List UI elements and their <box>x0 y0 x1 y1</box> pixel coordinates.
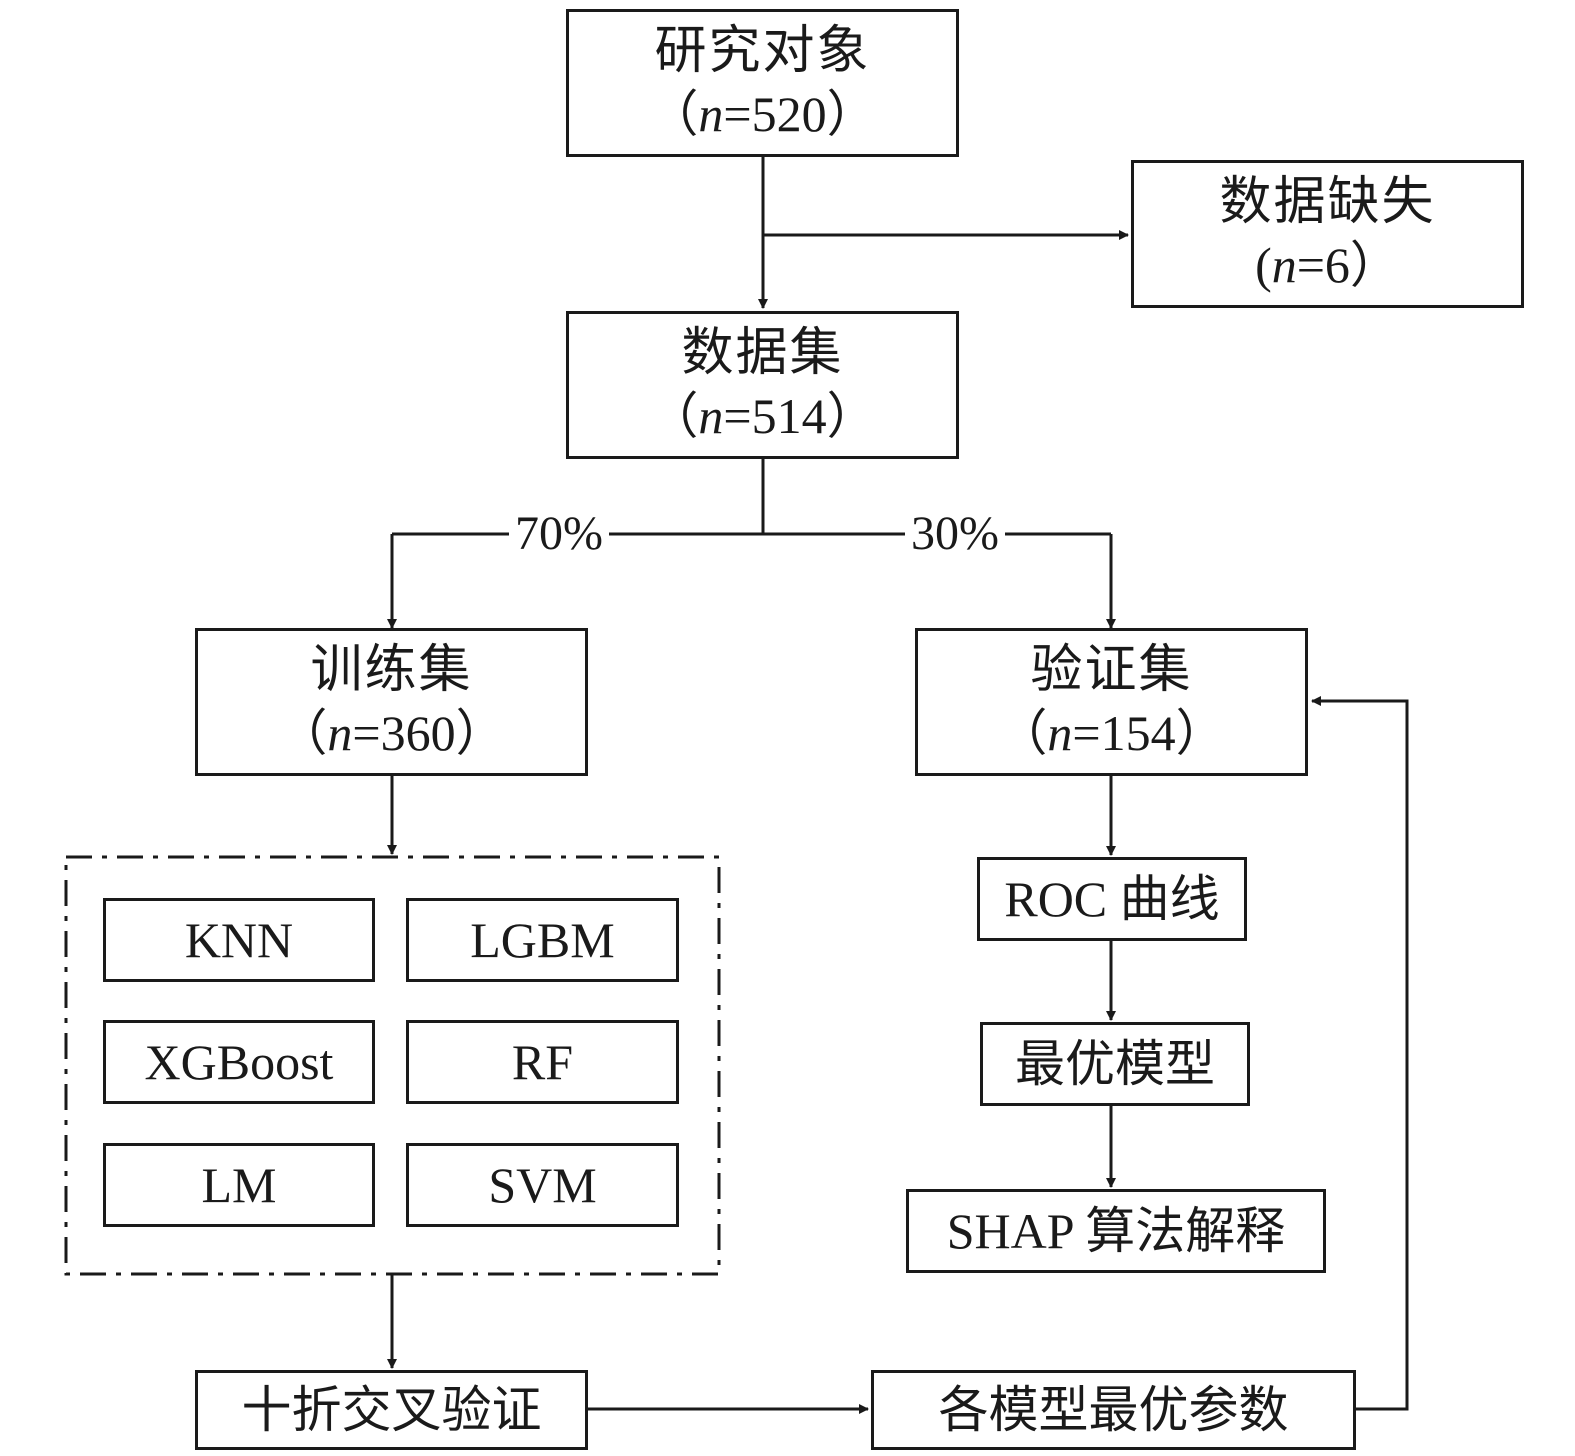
arrow-params-to-valid <box>1311 696 1409 1411</box>
study-count: （n=520） <box>648 86 877 142</box>
valid-count: （n=154） <box>997 705 1226 761</box>
train-percent-label: 70% <box>509 506 609 562</box>
dataset-title: 数据集 <box>681 325 844 382</box>
model-lm-label: LM <box>201 1157 277 1213</box>
model-svm-label: SVM <box>488 1157 597 1213</box>
model-knn-label: KNN <box>184 912 294 968</box>
missing-count: (n=6） <box>1255 237 1400 293</box>
shap-box: SHAP 算法解释 <box>906 1189 1326 1273</box>
train-count: （n=360） <box>277 705 506 761</box>
training-set-box: 训练集 （n=360） <box>195 628 588 776</box>
model-lgbm-label: LGBM <box>470 912 615 968</box>
model-group-border <box>64 855 721 1276</box>
validation-set-box: 验证集 （n=154） <box>915 628 1308 776</box>
best-model-label: 最优模型 <box>1015 1036 1215 1092</box>
model-knn-box: KNN <box>103 898 375 982</box>
model-rf-label: RF <box>511 1034 574 1090</box>
model-xgboost-box: XGBoost <box>103 1020 375 1104</box>
dataset-count: （n=514） <box>648 388 877 444</box>
best-model-box: 最优模型 <box>980 1022 1250 1106</box>
valid-percent-label: 30% <box>905 506 1005 562</box>
train-title: 训练集 <box>310 642 473 699</box>
cv-label: 十折交叉验证 <box>241 1382 542 1438</box>
best-params-box: 各模型最优参数 <box>871 1370 1356 1450</box>
model-rf-box: RF <box>406 1020 679 1104</box>
model-svm-box: SVM <box>406 1143 679 1227</box>
dataset-box: 数据集 （n=514） <box>566 311 959 459</box>
model-lgbm-box: LGBM <box>406 898 679 982</box>
valid-title: 验证集 <box>1030 642 1193 699</box>
best-params-label: 各模型最优参数 <box>938 1382 1289 1438</box>
roc-label: ROC 曲线 <box>1004 871 1220 927</box>
missing-data-box: 数据缺失 (n=6） <box>1131 160 1524 308</box>
roc-curve-box: ROC 曲线 <box>977 857 1247 941</box>
missing-title: 数据缺失 <box>1219 174 1436 231</box>
study-title: 研究对象 <box>654 23 871 80</box>
model-xgboost-label: XGBoost <box>144 1034 334 1090</box>
study-population-box: 研究对象 （n=520） <box>566 9 959 157</box>
shap-label: SHAP 算法解释 <box>946 1203 1286 1259</box>
cross-validation-box: 十折交叉验证 <box>195 1370 588 1450</box>
model-lm-box: LM <box>103 1143 375 1227</box>
